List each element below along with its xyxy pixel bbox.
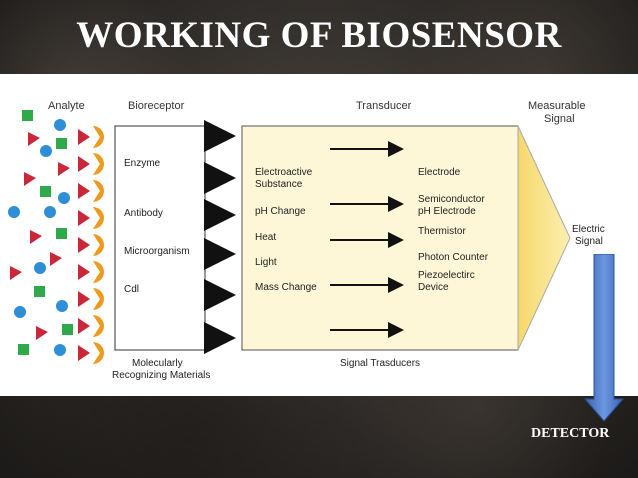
analyte-circle xyxy=(56,300,68,312)
analyte-wedge xyxy=(30,230,42,244)
analyte-square xyxy=(56,228,67,239)
transducer-device-piezoelectric-line2: Device xyxy=(418,282,449,293)
analyte-circle xyxy=(40,145,52,157)
analyte-circle xyxy=(58,192,70,204)
analyte-square xyxy=(34,286,45,297)
transducer-box xyxy=(241,125,519,351)
analyte-wedge xyxy=(28,132,40,146)
bioreceptor-microorganism: Microorganism xyxy=(124,246,190,257)
analyte-wedge xyxy=(58,162,70,176)
analyte-circle xyxy=(54,344,66,356)
measurable-signal-header-line1: Measurable xyxy=(528,100,585,112)
analyte-square xyxy=(40,186,51,197)
diagram-svg: Analyte Bioreceptor Transducer Measurabl… xyxy=(8,100,605,381)
bioreceptor-enzyme: Enzyme xyxy=(124,158,161,169)
biosensor-diagram: Analyte Bioreceptor Transducer Measurabl… xyxy=(0,74,638,396)
transducer-device-semiconductor-line2: pH Electrode xyxy=(418,206,476,217)
transducer-input-light: Light xyxy=(255,257,277,268)
analyte-header: Analyte xyxy=(48,100,85,112)
transducer-input-electroactive-line1: Electroactive xyxy=(255,167,313,178)
transducer-device-electrode: Electrode xyxy=(418,167,461,178)
transducer-input-mass-change: Mass Change xyxy=(255,282,317,293)
analyte-square xyxy=(22,110,33,121)
analyte-circle xyxy=(34,262,46,274)
detector-label: DETECTOR xyxy=(531,426,610,441)
analyte-molecules xyxy=(8,110,73,356)
bioreceptor-caption-line1: Molecularly xyxy=(132,358,183,369)
transducer-input-ph-change: pH Change xyxy=(255,206,306,217)
analyte-square xyxy=(56,138,67,149)
analyte-wedge xyxy=(36,326,48,340)
analyte-square xyxy=(18,344,29,355)
bioreceptor-antibody: Antibody xyxy=(124,208,163,219)
bioreceptor-to-transducer-arrows xyxy=(204,120,236,354)
receptor-column xyxy=(78,126,104,364)
transducer-input-electroactive-line2: Substance xyxy=(255,179,303,190)
analyte-wedge xyxy=(10,266,22,280)
transducer-caption: Signal Trasducers xyxy=(340,358,420,369)
transducer-input-heat: Heat xyxy=(255,232,276,243)
analyte-circle xyxy=(14,306,26,318)
analyte-circle xyxy=(8,206,20,218)
analyte-square xyxy=(62,324,73,335)
transducer-device-piezoelectric-line1: Piezoelectirc xyxy=(418,270,475,281)
output-signal-line1: Electric xyxy=(572,224,605,235)
signal-down-arrow xyxy=(584,254,624,422)
measurable-signal-header-line2: Signal xyxy=(544,113,575,125)
transducer-device-semiconductor-line1: Semiconductor xyxy=(418,194,485,205)
bioreceptor-caption-line2: Recognizing Materials xyxy=(112,370,210,381)
transducer-internal-arrows xyxy=(330,141,404,338)
bioreceptor-cdl: Cdl xyxy=(124,284,139,295)
measurable-signal-shape xyxy=(517,125,571,351)
transducer-device-photon-counter: Photon Counter xyxy=(418,252,489,263)
transducer-device-thermistor: Thermistor xyxy=(418,226,466,237)
analyte-circle xyxy=(54,119,66,131)
analyte-circle xyxy=(44,206,56,218)
transducer-header: Transducer xyxy=(356,100,412,112)
output-signal-line2: Signal xyxy=(575,236,603,247)
analyte-wedge xyxy=(50,252,62,266)
bioreceptor-header: Bioreceptor xyxy=(128,100,185,112)
analyte-wedge xyxy=(24,172,36,186)
bioreceptor-box xyxy=(114,125,206,351)
slide-title: WORKING OF BIOSENSOR xyxy=(76,15,562,56)
